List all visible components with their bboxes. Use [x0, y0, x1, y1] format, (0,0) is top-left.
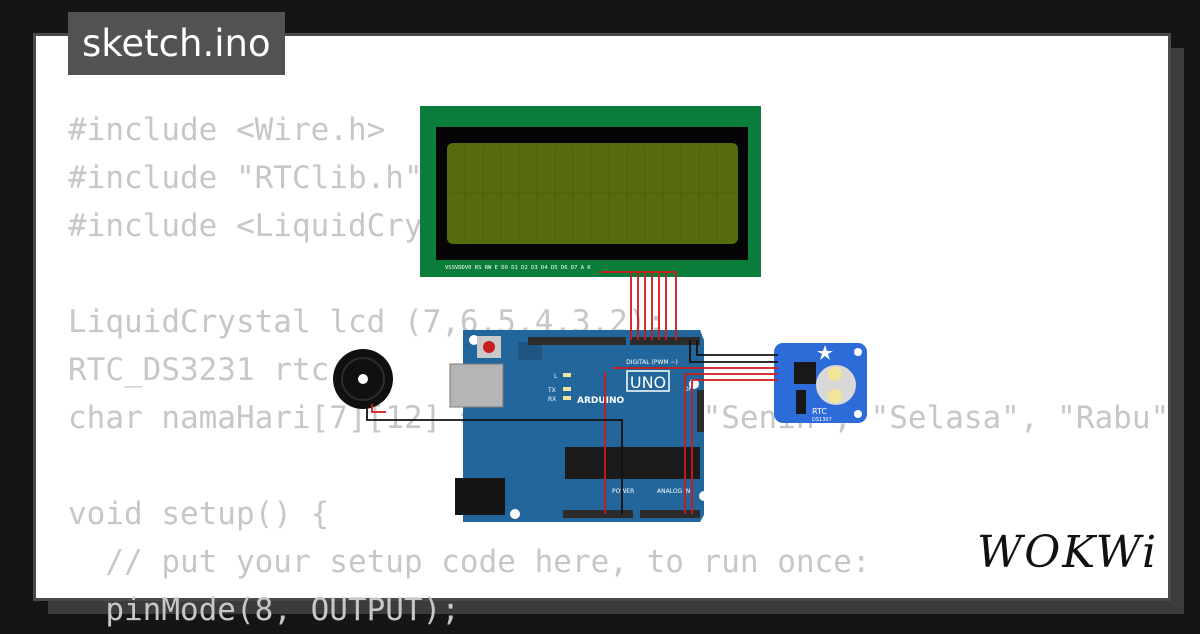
tx-led-label: TX [547, 387, 556, 394]
rtc-battery-holder [816, 365, 856, 405]
rtc-label: RTC [812, 407, 827, 416]
buzzer-ring [341, 357, 385, 401]
wire-buzzer-signal [371, 404, 386, 413]
uno-badge [626, 370, 670, 392]
buzzer[interactable] [333, 349, 393, 409]
digital-header-low [630, 337, 700, 345]
tx-led [563, 387, 571, 391]
star-icon [817, 345, 833, 360]
power-jack [455, 478, 505, 515]
rtc-chip-label: DS1307 [812, 417, 832, 423]
wire-rtc-sda2 [691, 379, 778, 514]
buzzer-hole [358, 374, 368, 384]
l-led-label: L [554, 373, 558, 380]
digital-label: DIGITAL (PWM ~) [626, 359, 678, 366]
wire-rtc-sda [684, 373, 778, 514]
wire-buzzer-gnd [366, 404, 623, 514]
arduino-brand-label: ARDUINO [577, 396, 625, 406]
rtc-battery-contact [828, 389, 842, 403]
wires [366, 271, 778, 514]
wire-rtc-scl [689, 340, 778, 363]
atmega-chip [565, 447, 700, 479]
mount-hole [699, 491, 709, 501]
analog-label: ANALOG IN [657, 488, 690, 495]
code-line: #include "RTClib.h" [68, 160, 423, 196]
rtc-mount-hole [854, 348, 862, 356]
code-line: LiquidCrystal lcd (7,6,5,4,3,2); [68, 304, 666, 340]
arduino-uno-board[interactable]: DIGITAL (PWM ~) UNO ARDUINO L TX RX ON P… [449, 330, 709, 522]
lcd-pin-labels: VSSVDDV0 RS RW E D0 D1 D2 D3 D4 D5 D6 D7… [445, 265, 591, 271]
mount-hole [469, 335, 479, 345]
l-led [563, 373, 571, 377]
power-label: POWER [612, 488, 634, 495]
digital-header-high [528, 337, 626, 345]
rtc-chip [794, 362, 816, 384]
code-line: void setup() { [68, 496, 330, 532]
reset-button[interactable] [483, 341, 495, 353]
power-header [563, 510, 633, 518]
rtc-battery-contact [828, 367, 842, 381]
code-line: #include <Wire.h> [68, 112, 386, 148]
lcd-display[interactable]: VSSVDDV0 RS RW E D0 D1 D2 D3 D4 D5 D6 D7… [420, 106, 761, 277]
rx-led [563, 396, 571, 400]
usb-port [449, 363, 504, 408]
mount-hole [510, 509, 520, 519]
analog-header [640, 510, 700, 518]
code-line: pinMode(8, OUTPUT); [68, 592, 460, 628]
file-tab[interactable]: sketch.ino [68, 12, 285, 75]
icsp-header [518, 342, 542, 360]
rtc-crystal [796, 390, 806, 414]
code-line: // put your setup code here, to run once… [68, 544, 871, 580]
side-icsp-header [697, 390, 704, 432]
code-line: RTC_DS3231 rtc; [68, 352, 348, 388]
wire-rtc-gnd [696, 340, 778, 356]
rtc-mount-hole [854, 410, 862, 418]
lcd-character-grid [450, 146, 735, 241]
rtc-module[interactable]: RTC DS1307 [774, 343, 867, 423]
on-led-label: ON [684, 386, 693, 393]
rx-led-label: RX [548, 396, 556, 403]
wokwi-logo: WOKWi [977, 527, 1159, 578]
uno-label: UNO [630, 373, 666, 392]
